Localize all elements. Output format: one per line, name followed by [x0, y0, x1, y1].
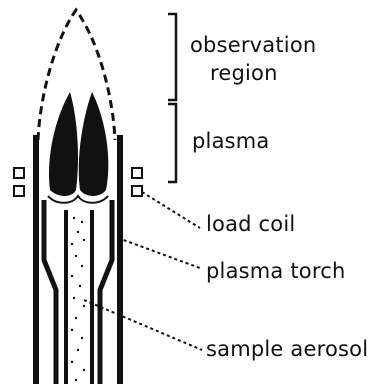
load-coil-leader — [142, 192, 200, 228]
torch-outer-wall-left — [33, 135, 39, 384]
plasma-torch-label: plasma torch — [206, 259, 346, 283]
observation-region-label-line2: region — [210, 61, 278, 85]
torch-outer-wall-right — [117, 135, 123, 384]
injector-tube-left — [64, 210, 68, 384]
coil-turn — [14, 168, 24, 178]
sample-aerosol-label: sample aerosol — [206, 337, 368, 361]
injector-tube-right — [90, 210, 94, 384]
torch-middle-tube-left — [44, 200, 56, 384]
load-coil-label: load coil — [206, 212, 295, 236]
plasma-region — [48, 92, 108, 203]
torch-middle-tube-right — [100, 200, 112, 384]
plasma-torch — [33, 135, 123, 384]
plasma-label: plasma — [192, 129, 270, 153]
sample-aerosol-column — [71, 217, 85, 381]
coil-turn — [14, 186, 24, 196]
plasma-lobe-right — [79, 92, 109, 196]
observation-region-outline — [38, 10, 115, 140]
plasma-bracket — [168, 104, 176, 182]
observation-region-bracket — [168, 14, 176, 100]
coil-turn — [132, 186, 142, 196]
coil-turn — [132, 168, 142, 178]
observation-region-label-line1: observation — [190, 33, 316, 57]
plasma-lobe-left — [49, 92, 78, 196]
plasma-torch-leader — [118, 238, 200, 268]
plasma-base — [48, 196, 108, 203]
